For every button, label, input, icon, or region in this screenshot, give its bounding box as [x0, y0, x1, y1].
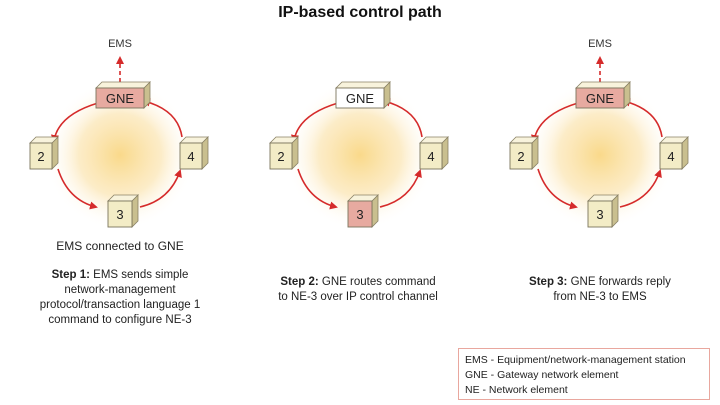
- ne4-box-1-label: 4: [187, 149, 194, 164]
- ne4-box-1-front: [179, 142, 203, 170]
- ne2-box-3-front: [509, 142, 533, 170]
- arrow-3-to-4: [619, 169, 662, 208]
- arrow-gne-to-2: [50, 102, 99, 143]
- step1-line1: EMS sends simple: [93, 269, 189, 281]
- legend-item-ems: EMS - Equipment/network-management stati…: [465, 354, 686, 366]
- arrow-2-to-3: [537, 168, 578, 210]
- ne4-box-2-front: [419, 142, 443, 170]
- gne-box-3-front: [575, 87, 625, 109]
- ne2-box-2-front: [269, 142, 293, 170]
- ne3-box-2-front: [347, 200, 373, 228]
- ne3-box-3-front: [587, 200, 613, 228]
- ne4-box-2: 4: [419, 136, 449, 170]
- ems-label-1: EMS: [108, 38, 132, 50]
- step2-line1: GNE routes command: [321, 276, 436, 288]
- gne-box-2-top: [335, 81, 391, 89]
- gne-box-1-label: GNE: [106, 91, 135, 106]
- ne2-box-1-front: [29, 142, 53, 170]
- arrow-3-to-4: [379, 169, 422, 208]
- arrow-2-to-3: [297, 168, 338, 210]
- arrow-3-to-4: [139, 169, 182, 208]
- step1-line4: command to configure NE-3: [48, 314, 192, 326]
- ne4-box-3: 4: [659, 136, 689, 170]
- arrow-gne-to-2: [290, 102, 339, 143]
- step3-line2: from NE-3 to EMS: [553, 291, 647, 303]
- glow-1: [45, 80, 195, 230]
- step3-title: Step 3:: [529, 276, 568, 288]
- gne-box-2: GNE: [335, 81, 391, 109]
- gne-box-1-top: [95, 81, 151, 89]
- gne-box-1-front: [95, 87, 145, 109]
- ne4-box-2-label: 4: [427, 149, 434, 164]
- ne3-box-1-label: 3: [116, 207, 123, 222]
- panel-2: GNE 2 3 4: [269, 80, 449, 230]
- legend-box: EMS - Equipment/network-management stati…: [458, 348, 710, 400]
- arrow-2-to-3: [57, 168, 98, 210]
- ne2-box-1-label: 2: [37, 149, 44, 164]
- ne4-box-3-front: [659, 142, 683, 170]
- gne-box-2-front: [335, 87, 385, 109]
- ne3-box-1: 3: [107, 194, 139, 228]
- ne2-box-2-label: 2: [277, 149, 284, 164]
- gne-box-3: GNE: [575, 81, 631, 109]
- ne3-box-2: 3: [347, 194, 379, 228]
- step3-line1: GNE forwards reply: [570, 276, 671, 288]
- step1-title: Step 1:: [51, 269, 90, 281]
- step1-description: Step 1: EMS sends simple network-managem…: [20, 268, 220, 328]
- step2-line2: to NE-3 over IP control channel: [278, 291, 438, 303]
- step1-line2: network-management: [64, 284, 176, 296]
- arrow-gne-to-2: [530, 102, 579, 143]
- gne-box-3-label: GNE: [586, 91, 615, 106]
- ne3-box-3: 3: [587, 194, 619, 228]
- step1-subcaption: EMS connected to GNE: [56, 239, 184, 253]
- gne-box-1: GNE: [95, 81, 151, 109]
- ne2-box-2: 2: [269, 136, 299, 170]
- diagram-title: IP-based control path: [278, 4, 442, 21]
- step3-description: Step 3: GNE forwards reply from NE-3 to …: [500, 275, 700, 305]
- ne3-box-1-front: [107, 200, 133, 228]
- glow-3: [525, 80, 675, 230]
- ne2-box-3: 2: [509, 136, 539, 170]
- gne-box-2-label: GNE: [346, 91, 375, 106]
- gne-box-3-top: [575, 81, 631, 89]
- ne3-box-2-label: 3: [356, 207, 363, 222]
- ne3-box-3-label: 3: [596, 207, 603, 222]
- ne2-box-3-label: 2: [517, 149, 524, 164]
- ems-label-3: EMS: [588, 38, 612, 50]
- legend-item-ne: NE - Network element: [465, 384, 568, 396]
- legend-item-gne: GNE - Gateway network element: [465, 369, 619, 381]
- ne4-box-1: 4: [179, 136, 209, 170]
- panel-1: EMS GNE 2 3 4: [29, 38, 209, 230]
- step1-line3: protocol/transaction language 1: [39, 299, 201, 311]
- ne4-box-3-label: 4: [667, 149, 674, 164]
- panel-3: EMS GNE 2 3 4: [509, 38, 689, 230]
- ne2-box-1: 2: [29, 136, 59, 170]
- glow-2: [285, 80, 435, 230]
- step2-title: Step 2:: [280, 276, 319, 288]
- step2-description: Step 2: GNE routes command to NE-3 over …: [258, 275, 458, 305]
